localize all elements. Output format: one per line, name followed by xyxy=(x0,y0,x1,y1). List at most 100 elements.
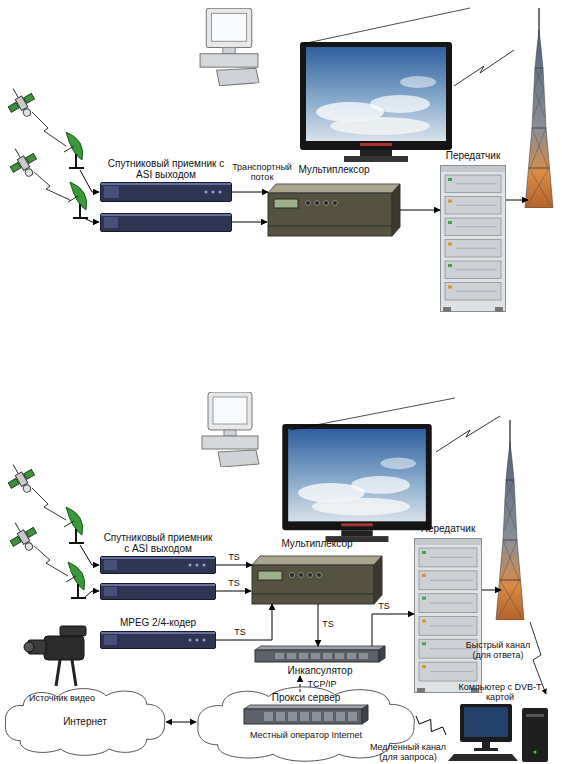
encapsulator-box: Инкапсулятор xyxy=(255,646,385,676)
cable xyxy=(80,545,99,565)
edge-label: TS xyxy=(229,627,251,637)
camera-grip xyxy=(56,660,76,686)
rack-led xyxy=(422,574,426,577)
rack-body xyxy=(441,166,506,312)
device-led xyxy=(203,639,206,642)
device-slot xyxy=(311,653,320,659)
device-led xyxy=(212,191,215,194)
device-led xyxy=(196,564,199,567)
rack-module xyxy=(445,197,501,215)
receiver-box xyxy=(101,214,232,232)
connector xyxy=(416,716,446,735)
rack-vent xyxy=(456,248,497,249)
recv-drawing xyxy=(100,182,232,202)
node-label: Интернет xyxy=(4,716,166,727)
satellite xyxy=(1,82,40,123)
device-slot xyxy=(359,653,368,659)
device-display xyxy=(274,199,298,208)
rack-module xyxy=(445,218,501,236)
device-slot xyxy=(348,712,357,721)
multiplexer-box: Мультиплексор xyxy=(252,538,382,604)
tv-set xyxy=(300,42,452,162)
satellite xyxy=(3,516,42,557)
edge-label: TCP/IP xyxy=(302,679,342,689)
satellite-dish xyxy=(64,132,84,168)
rack-foot xyxy=(495,307,503,312)
device-led xyxy=(189,639,192,642)
device-slot xyxy=(312,712,321,721)
rack-vent xyxy=(430,625,473,626)
device-slot xyxy=(347,653,356,659)
rack-led xyxy=(448,200,452,203)
rack-led xyxy=(448,221,452,224)
device-slot xyxy=(276,712,285,721)
device-side xyxy=(379,646,385,662)
node-label: Передатчик xyxy=(440,150,506,161)
connector xyxy=(216,604,272,640)
free-label: TS xyxy=(223,578,245,588)
edge-label: TS xyxy=(223,552,245,562)
device-button xyxy=(306,201,311,206)
free-label: Быстрый канал (для ответа) xyxy=(458,640,538,660)
connector xyxy=(216,565,252,566)
rack-vent xyxy=(456,291,497,292)
camera-viewfinder xyxy=(60,626,86,636)
device-body xyxy=(101,183,232,202)
receiver-box: Спутниковый приемник с ASI выходом xyxy=(100,532,216,574)
satellite-dish xyxy=(64,507,84,543)
rack-vent xyxy=(456,183,497,184)
device-highlight xyxy=(101,183,231,185)
device-top xyxy=(244,705,368,709)
connector xyxy=(318,604,319,646)
device-panel xyxy=(104,635,117,645)
radio-link xyxy=(34,546,68,576)
device-slot xyxy=(335,653,344,659)
device-seam xyxy=(252,594,374,595)
device-slot xyxy=(288,712,297,721)
rack-led xyxy=(422,551,426,554)
rack-module xyxy=(445,261,501,279)
broadcast-link xyxy=(454,50,514,86)
satellite xyxy=(1,458,40,499)
device-led xyxy=(196,639,199,642)
rack-foot xyxy=(417,688,425,693)
rack-drawing xyxy=(414,538,482,693)
rack-module xyxy=(445,175,501,193)
rack-vent xyxy=(456,269,497,270)
node-label: Компьютер с DVB-T картой xyxy=(446,682,554,702)
rack-body xyxy=(415,539,482,693)
device-slot xyxy=(336,712,345,721)
node-label: Спутниковый приемник с ASI выходом xyxy=(100,158,232,180)
device-body xyxy=(101,557,216,574)
satellite-dish xyxy=(66,562,86,598)
device-slot xyxy=(299,653,308,659)
connector xyxy=(166,722,196,723)
device-slot xyxy=(300,712,309,721)
radio-link xyxy=(34,172,70,200)
device-slot xyxy=(287,653,296,659)
connector xyxy=(400,210,440,211)
radio-link xyxy=(32,488,66,520)
device-highlight xyxy=(101,584,215,586)
edge-label: Медленный канал (для запроса) xyxy=(369,742,447,762)
device-top xyxy=(255,646,385,650)
multiplexer-box: Мультиплексор xyxy=(268,164,400,236)
tv-tower xyxy=(525,8,553,208)
rack-module xyxy=(445,240,501,258)
camera-glass xyxy=(24,642,34,652)
video-camera xyxy=(24,626,86,686)
rack-vent xyxy=(456,205,497,206)
monitor-base xyxy=(474,748,498,751)
monitor-case xyxy=(460,704,512,742)
device-button xyxy=(333,201,338,206)
device-side xyxy=(362,705,368,724)
device-highlight xyxy=(101,632,215,634)
node-label: Прокси сервер xyxy=(244,692,368,703)
device-front xyxy=(255,650,379,662)
device-front xyxy=(244,709,362,724)
device-panel xyxy=(104,560,117,570)
connector xyxy=(232,192,268,193)
feeder-line xyxy=(482,590,501,591)
broadcast-link xyxy=(302,8,470,44)
rack-module xyxy=(419,548,477,567)
